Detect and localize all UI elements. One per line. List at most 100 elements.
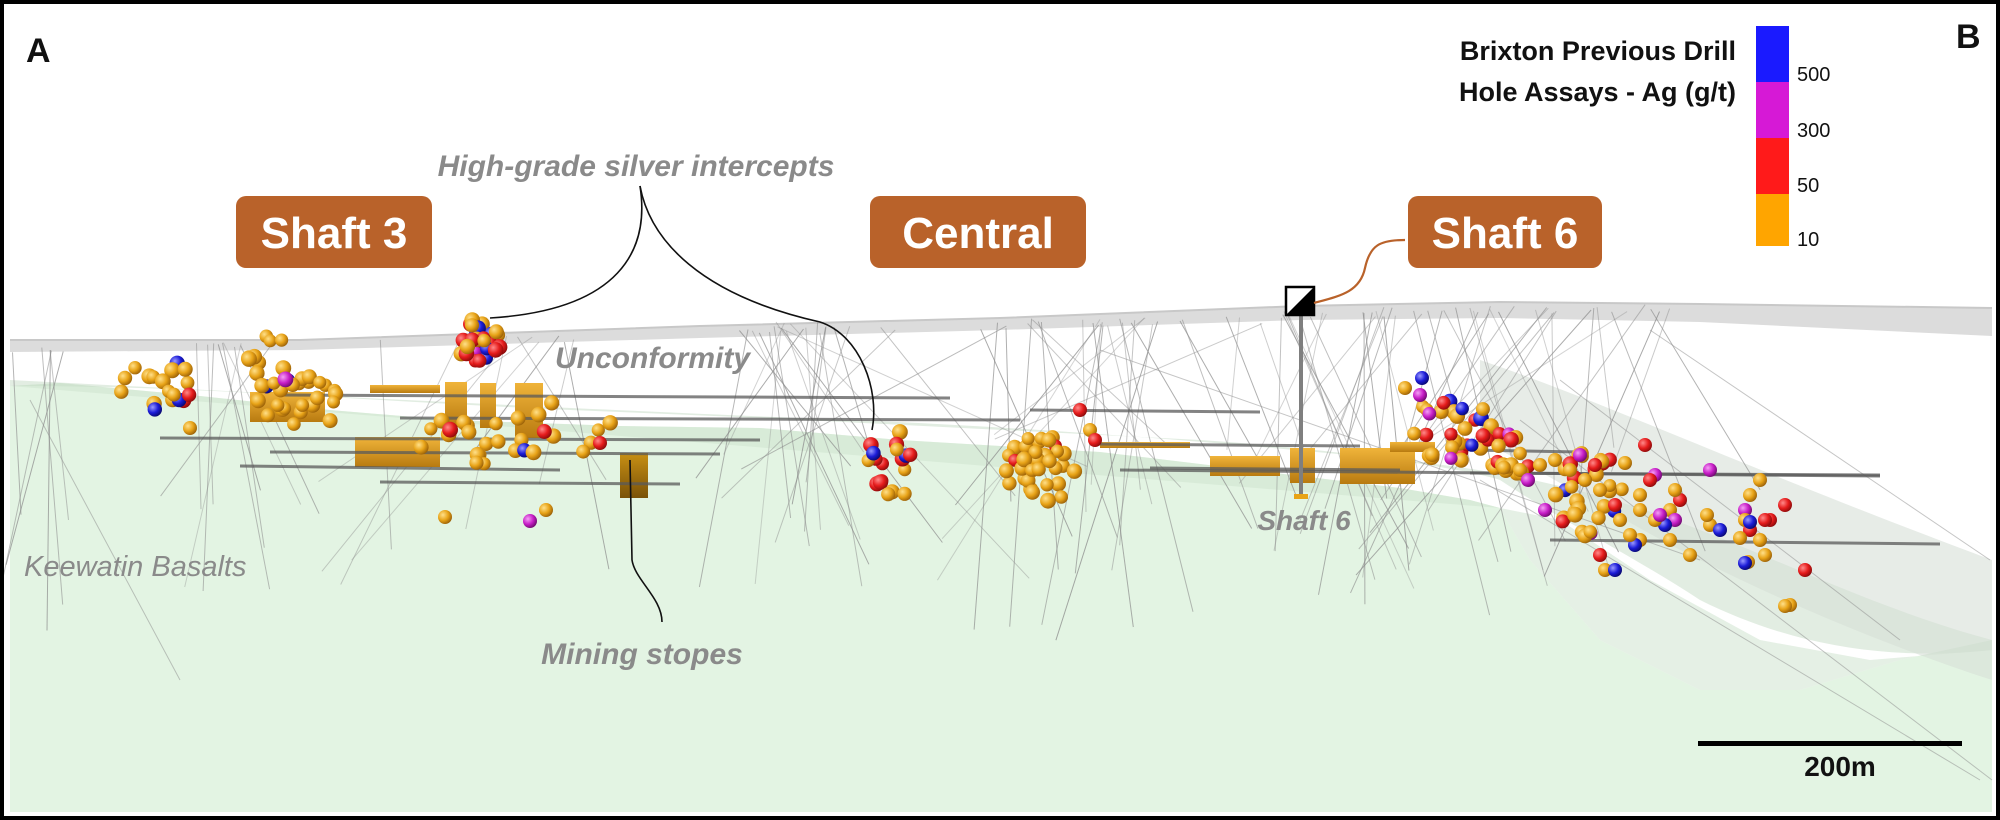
drill-trace <box>1092 323 1134 628</box>
legend-swatch-10 <box>1756 194 1789 246</box>
drill-trace <box>196 343 202 510</box>
drill-trace <box>1596 307 1615 448</box>
level-line <box>1469 471 1881 477</box>
drill-trace <box>758 332 870 565</box>
shaft-6-base-marker <box>1294 494 1308 499</box>
drill-trace <box>785 331 861 540</box>
assay-sphere <box>128 361 142 375</box>
shaft-6-symbol <box>1284 285 1316 499</box>
zone-callout-label: Shaft 6 <box>1432 209 1579 258</box>
drill-trace <box>1037 321 1118 538</box>
unconformity-surface <box>10 300 1993 352</box>
assay-sphere <box>866 445 881 461</box>
assay-sphere <box>1738 503 1752 517</box>
assay-sphere <box>1422 406 1437 421</box>
assay-sphere <box>1758 513 1772 527</box>
assay-sphere <box>1407 426 1421 441</box>
assay-sphere <box>263 334 277 348</box>
assay-sphere <box>295 398 310 412</box>
assay-sphere <box>1555 514 1570 529</box>
assay-sphere <box>539 503 553 517</box>
drill-trace <box>1611 311 1706 552</box>
drill-trace <box>1543 311 1660 577</box>
assay-sphere <box>1050 476 1066 492</box>
unconformity-band <box>10 302 1992 352</box>
level-line <box>1029 408 1261 414</box>
assay-sphere <box>510 410 526 426</box>
drill-trace <box>973 322 998 630</box>
assay-sphere <box>147 402 162 417</box>
assay-sphere <box>1028 445 1043 460</box>
assay-sphere <box>166 387 181 402</box>
assay-sphere <box>1031 462 1046 477</box>
assay-sphere <box>1608 498 1622 512</box>
drill-trace <box>1027 323 1182 488</box>
assay-sphere <box>1538 503 1552 517</box>
assay-sphere <box>1608 563 1622 577</box>
drill-trace <box>1559 379 1901 641</box>
scale-bar-label: 200m <box>1804 751 1876 782</box>
drill-trace <box>1649 329 1991 561</box>
high-grade-leader-left <box>489 185 643 319</box>
drill-trace <box>29 399 181 681</box>
drill-trace <box>1239 316 1376 484</box>
assay-sphere <box>1633 503 1647 517</box>
assay-sphere <box>1703 463 1717 477</box>
assay-sphere <box>1453 452 1469 468</box>
assay-sphere <box>1668 483 1682 497</box>
zone-callout-label: Central <box>902 209 1054 258</box>
assay-sphere <box>1513 446 1527 461</box>
drill-trace <box>1293 313 1423 469</box>
stope-block <box>370 385 440 393</box>
drill-trace <box>1299 316 1376 580</box>
assay-sphere <box>903 447 918 462</box>
drill-trace <box>1479 479 1981 781</box>
assay-sphere <box>892 424 908 440</box>
assay-sphere <box>897 486 912 501</box>
legend-swatch-500 <box>1756 26 1789 82</box>
drill-trace <box>538 339 575 485</box>
assay-sphere <box>313 375 327 389</box>
zone-callout-box <box>1408 196 1602 268</box>
level-line <box>399 416 1021 422</box>
assay-sphere <box>1016 451 1033 468</box>
assay-sphere <box>1593 548 1607 562</box>
drill-trace <box>465 336 507 530</box>
assay-sphere <box>487 342 504 358</box>
assay-sphere <box>413 439 429 455</box>
assay-sphere <box>1758 548 1772 562</box>
stope-block <box>1210 456 1280 476</box>
assay-sphere <box>1583 525 1598 539</box>
assay-sphere <box>1445 440 1460 455</box>
assay-sphere <box>1475 428 1491 443</box>
drill-trace <box>49 350 69 520</box>
drill-trace <box>1225 316 1298 498</box>
assay-sphere <box>1738 556 1752 570</box>
assay-sphere <box>327 395 340 409</box>
assay-sphere <box>1042 453 1057 469</box>
legend-title-line-2: Hole Assays - Ag (g/t) <box>1459 77 1736 107</box>
shaft-6-headframe-fill <box>1286 287 1314 315</box>
assay-sphere <box>1436 395 1451 410</box>
assay-sphere <box>1623 528 1637 542</box>
legend-tick-50: 50 <box>1797 175 1819 197</box>
assay-sphere <box>1563 463 1577 477</box>
assay-sphere <box>1733 531 1747 545</box>
assay-sphere <box>424 422 438 436</box>
assay-sphere <box>464 318 480 333</box>
assay-sphere <box>461 424 477 440</box>
assay-sphere <box>1564 480 1579 494</box>
assay-sphere <box>1588 458 1602 472</box>
assay-sphere <box>1398 381 1412 395</box>
drill-trace <box>1650 308 1761 491</box>
assay-sphere <box>277 371 294 388</box>
legend-tick-10: 10 <box>1797 229 1819 251</box>
assay-sphere <box>1743 515 1757 529</box>
assay-sphere <box>1591 510 1606 526</box>
assay-sphere <box>998 463 1014 479</box>
scale-bar: 200m <box>1698 741 1962 782</box>
drill-trace <box>0 350 52 593</box>
assay-sphere <box>1054 490 1069 504</box>
assay-sphere <box>602 415 618 431</box>
